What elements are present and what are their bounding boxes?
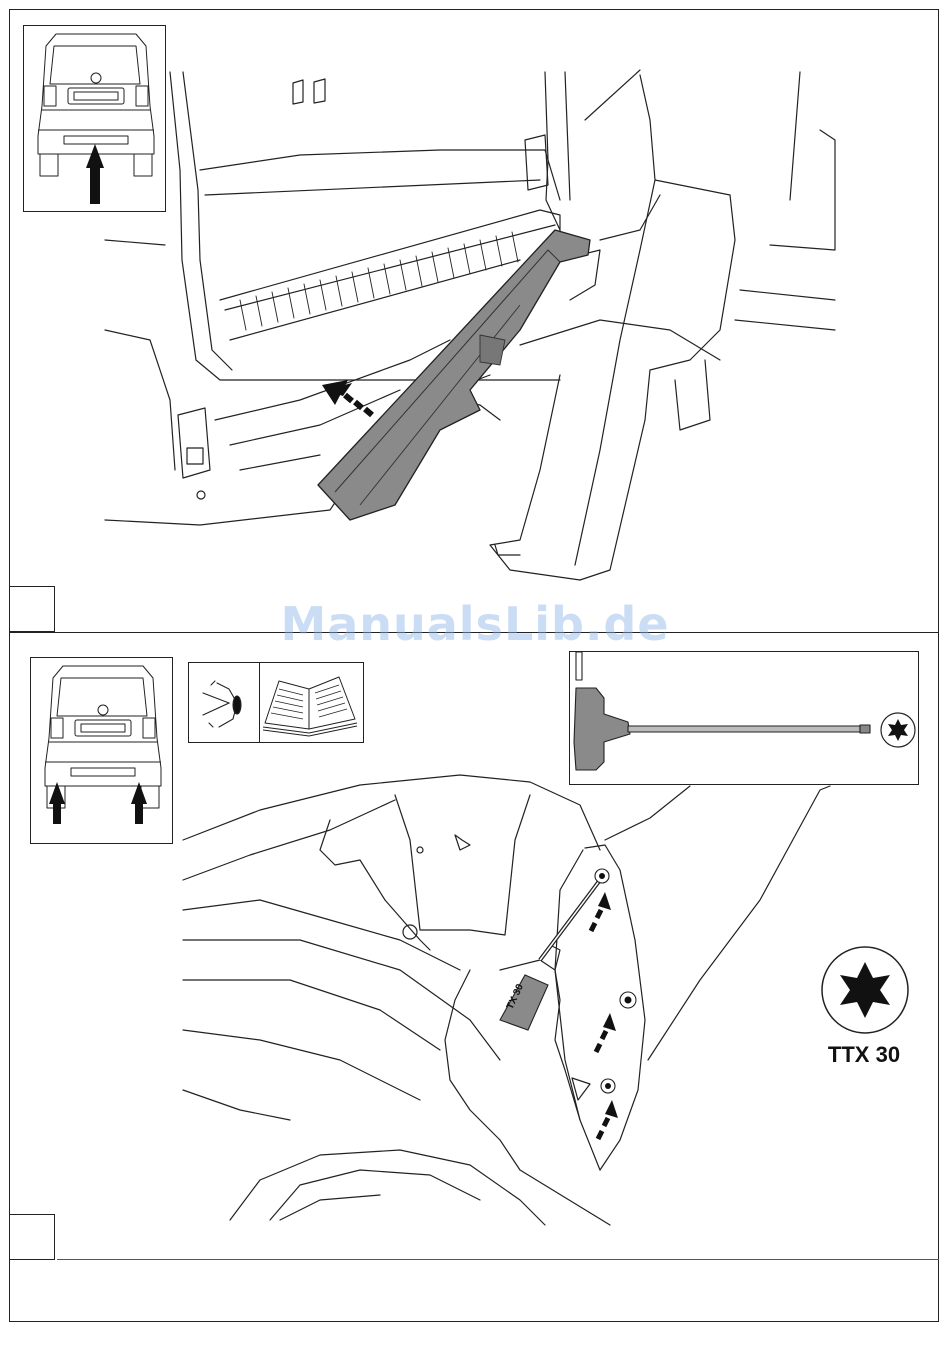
tool-detail-box bbox=[569, 651, 919, 785]
vehicle-rear-thumbnail bbox=[23, 25, 166, 212]
up-arrow-icon bbox=[31, 658, 174, 845]
inspect-manual-hint bbox=[188, 662, 364, 743]
manual-book-icon bbox=[259, 663, 365, 744]
torx-star-icon bbox=[878, 710, 918, 750]
eye-icon bbox=[189, 663, 259, 744]
watermark-text: ManualsLib.de bbox=[0, 597, 950, 651]
step-number-box bbox=[9, 1214, 55, 1260]
scuff-plate-part bbox=[318, 230, 590, 520]
torx-screwdriver: TX 30 bbox=[500, 880, 600, 1030]
insert-arrow-icon bbox=[322, 380, 372, 415]
vehicle-rear-thumbnail-2 bbox=[30, 657, 173, 844]
torx-star-icon bbox=[820, 945, 910, 1035]
torx-size-label: TTX 30 bbox=[800, 1042, 928, 1068]
up-arrow-icon bbox=[24, 26, 167, 213]
